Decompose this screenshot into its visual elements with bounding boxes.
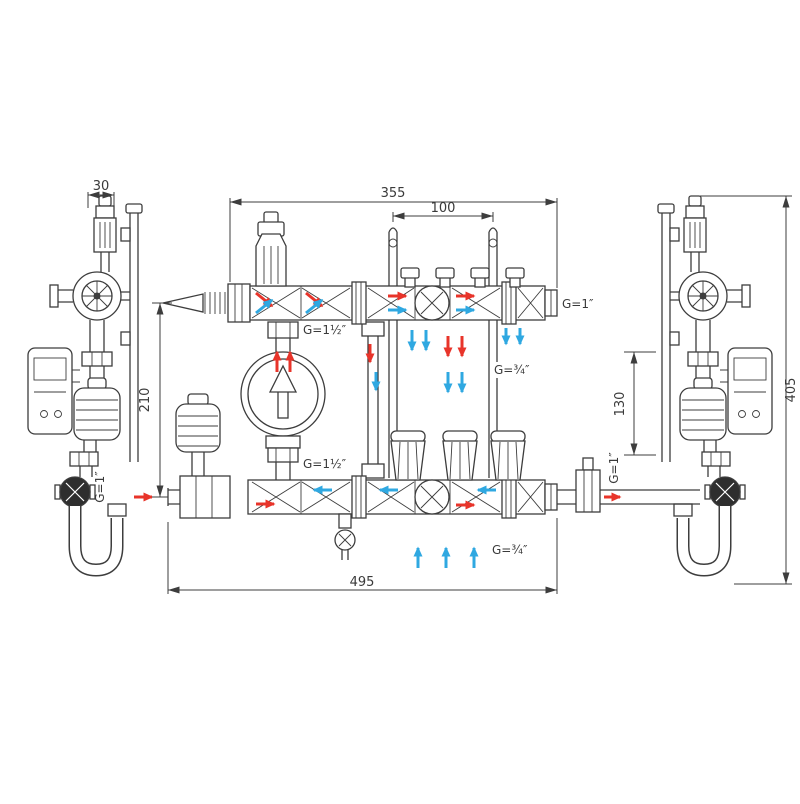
sensor-pocket xyxy=(575,469,601,513)
circulation-pump xyxy=(240,321,326,480)
dimension-100: 100 xyxy=(392,201,494,222)
dimension-495: 495 xyxy=(167,518,558,594)
air-vent xyxy=(255,211,287,287)
conn-label-pump-top: G=1½″ xyxy=(303,323,347,337)
top-outlets xyxy=(400,267,525,288)
conn-label-bottom-outlets: G=¾″ xyxy=(492,543,528,557)
pump-arrow-head xyxy=(268,364,298,393)
dimension-405: 405 xyxy=(700,195,799,585)
dim-label-405: 405 xyxy=(784,378,799,403)
dim-label-495: 495 xyxy=(350,575,375,590)
top-manifold xyxy=(162,211,558,325)
dimension-30: 30 xyxy=(87,179,115,208)
dim-label-30: 30 xyxy=(93,179,110,194)
conn-label-main-top: G=1″ xyxy=(562,297,594,311)
dim-label-210: 210 xyxy=(138,388,153,413)
loop-arrows-top xyxy=(407,328,525,394)
drain-valve xyxy=(334,513,356,560)
probe-tip xyxy=(162,293,204,313)
dimension-355: 355 xyxy=(229,186,558,288)
manifold-flow-arrows xyxy=(255,291,476,315)
loop-arrows-bottom xyxy=(413,546,479,568)
manifold-flow-arrows xyxy=(256,485,496,510)
bottom-manifold xyxy=(167,430,700,560)
dim-label-130: 130 xyxy=(613,392,628,417)
dim-label-100: 100 xyxy=(431,201,456,216)
dim-label-355: 355 xyxy=(381,186,406,201)
label-backplate xyxy=(490,362,538,378)
dimension-210: 210 xyxy=(138,302,172,498)
pump-arrow-shaft xyxy=(277,389,289,419)
side-view-right xyxy=(658,196,772,570)
conn-label-top-outlets: G=¾″ xyxy=(494,363,530,377)
side-view-left xyxy=(28,196,142,570)
bypass-tube xyxy=(361,321,385,479)
thermostatic-valve xyxy=(175,393,221,476)
conn-label-left-port: G=1″ xyxy=(93,471,107,503)
conn-label-pump-bottom: G=1½″ xyxy=(303,457,347,471)
conn-label-right-port: G=1″ xyxy=(607,452,621,484)
dimension-130: 130 xyxy=(613,351,656,456)
flow-control-knobs xyxy=(390,430,526,481)
